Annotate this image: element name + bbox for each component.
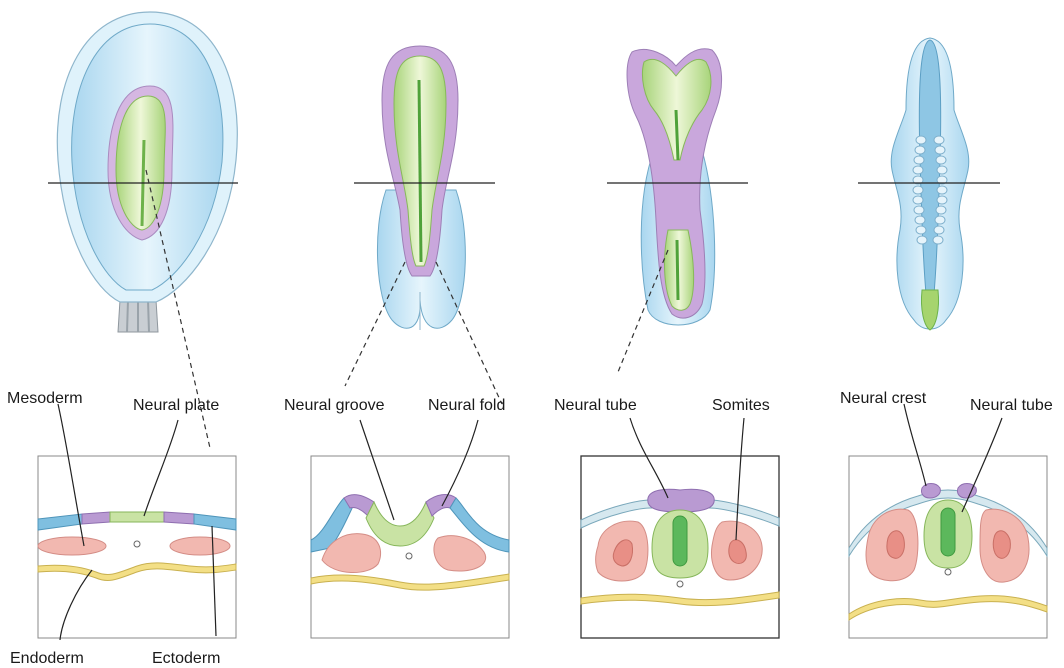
- cross-section-4: [849, 456, 1047, 638]
- label-neural-groove: Neural groove: [284, 397, 385, 414]
- label-neural-tube-stage3: Neural tube: [554, 397, 637, 414]
- embryo-stage-4: [891, 38, 969, 330]
- label-neural-crest: Neural crest: [840, 390, 927, 407]
- mesoderm-left: [38, 537, 106, 555]
- label-endoderm: Endoderm: [10, 650, 84, 667]
- neural-plate: [110, 512, 164, 522]
- label-neural-tube-stage4: Neural tube: [970, 397, 1053, 414]
- neural-tube-lumen: [673, 516, 687, 566]
- cross-section-3: [581, 456, 779, 638]
- neural-fold-right: [164, 512, 194, 524]
- neural-crest-left: [921, 484, 940, 499]
- notochord: [945, 569, 951, 575]
- notochord: [677, 581, 683, 587]
- label-neural-plate: Neural plate: [133, 397, 219, 414]
- neural-tube-lumen: [941, 508, 955, 556]
- label-ectoderm: Ectoderm: [152, 650, 220, 667]
- neural-fold-left: [82, 512, 110, 524]
- cross-section-2: [311, 456, 509, 638]
- label-somites: Somites: [712, 397, 770, 414]
- embryo-stage-1: [57, 12, 237, 332]
- label-neural-fold: Neural fold: [428, 397, 505, 414]
- neural-crest: [648, 489, 714, 512]
- somite-right-core: [993, 531, 1010, 559]
- embryo-stage-3: [627, 49, 722, 325]
- notochord: [134, 541, 140, 547]
- embryo-stage-2: [377, 46, 465, 330]
- somite-left-core: [887, 531, 905, 559]
- notochord: [406, 553, 412, 559]
- mesoderm-right: [170, 537, 230, 555]
- label-mesoderm: Mesoderm: [7, 390, 83, 407]
